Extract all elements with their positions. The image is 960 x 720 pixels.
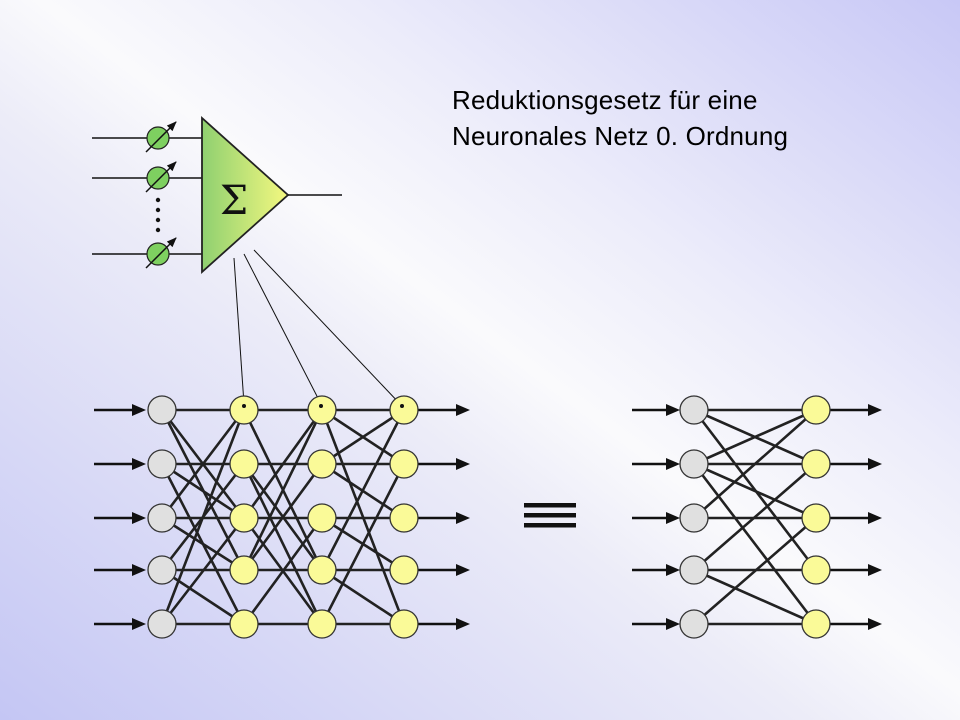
connection-edge [692, 462, 818, 520]
connection-edge [692, 462, 818, 572]
arrow-head [868, 618, 882, 630]
connection-edge [320, 462, 406, 626]
network-arrows [632, 404, 882, 630]
hidden-node [229, 609, 259, 639]
arrow-head [666, 458, 680, 470]
connection-edge [160, 516, 246, 572]
connection-edge [160, 408, 246, 520]
weight-icon [145, 121, 177, 153]
network-edges [692, 408, 818, 626]
arrow-head [868, 512, 882, 524]
connection-edge [242, 516, 324, 626]
neuron-model: Σ [92, 115, 403, 407]
arrow-head [132, 404, 146, 416]
input-node [147, 395, 177, 425]
connection-edge [160, 516, 246, 626]
ellipsis-dots [155, 197, 161, 233]
sigma-symbol: Σ [220, 178, 248, 224]
connection-edge [692, 462, 818, 626]
connection-edge [320, 568, 406, 626]
input-node [679, 555, 709, 585]
output-node [801, 609, 831, 639]
arrow-head [456, 404, 470, 416]
output-node [389, 555, 419, 585]
hidden-node [307, 503, 337, 533]
input-node [679, 609, 709, 639]
network-arrows [94, 404, 470, 630]
connection-edge [160, 408, 246, 626]
arrow-head [666, 564, 680, 576]
hidden-node [229, 395, 259, 425]
connection-edge [320, 408, 406, 572]
connection-edge [242, 408, 324, 572]
input-node [679, 449, 709, 479]
network-nodes [147, 395, 419, 639]
output-node [801, 449, 831, 479]
output-node [389, 449, 419, 479]
arrow-head [666, 512, 680, 524]
connection-edge [692, 516, 818, 626]
arrow-head [868, 458, 882, 470]
arrow-head [868, 564, 882, 576]
hidden-node [229, 555, 259, 585]
tap-dot [242, 404, 246, 408]
hidden-node [307, 555, 337, 585]
reduced-network [632, 395, 882, 639]
arrow-head [868, 404, 882, 416]
input-node [679, 503, 709, 533]
arrow-head [666, 404, 680, 416]
arrow-head [132, 564, 146, 576]
tap-dot [400, 404, 404, 408]
network-edges [160, 408, 406, 626]
output-node [801, 395, 831, 425]
title-line-2: Neuronales Netz 0. Ordnung [452, 121, 789, 151]
input-node [147, 503, 177, 533]
connection-edge [692, 408, 818, 466]
weight-icon [145, 161, 177, 193]
arrow-head [456, 512, 470, 524]
input-node [147, 449, 177, 479]
input-node [679, 395, 709, 425]
weight-icon [145, 237, 177, 269]
input-node [147, 609, 177, 639]
arrow-head [132, 618, 146, 630]
connection-edge [160, 568, 246, 626]
hidden-node [229, 449, 259, 479]
equivalence-symbol [524, 503, 576, 528]
arrow-head [456, 564, 470, 576]
arrow-head [666, 618, 680, 630]
arrow-head [456, 458, 470, 470]
arrow-head [456, 618, 470, 630]
output-node [389, 503, 419, 533]
title: Reduktionsgesetz für eine Neuronales Net… [452, 82, 788, 154]
connection-edge [242, 462, 324, 572]
output-node [389, 609, 419, 639]
multilayer-network [94, 395, 470, 639]
network-nodes [679, 395, 831, 639]
summation-triangle [201, 115, 290, 275]
output-node [389, 395, 419, 425]
connection-edge [692, 568, 818, 626]
arrow-head [132, 458, 146, 470]
connection-edge [320, 408, 406, 466]
pointer-line [243, 253, 322, 405]
output-node [801, 503, 831, 533]
connection-edge [242, 408, 324, 520]
output-node [801, 555, 831, 585]
hidden-node [307, 609, 337, 639]
pointer-line [253, 249, 403, 407]
tap-dot [319, 404, 323, 408]
hidden-node [307, 395, 337, 425]
pointer-line [233, 257, 245, 405]
title-line-1: Reduktionsgesetz für eine [452, 85, 758, 115]
hidden-node [229, 503, 259, 533]
arrow-head [132, 512, 146, 524]
hidden-node [307, 449, 337, 479]
connection-edge [160, 462, 246, 520]
connection-edge [692, 408, 818, 520]
input-node [147, 555, 177, 585]
connection-edge [242, 462, 324, 626]
